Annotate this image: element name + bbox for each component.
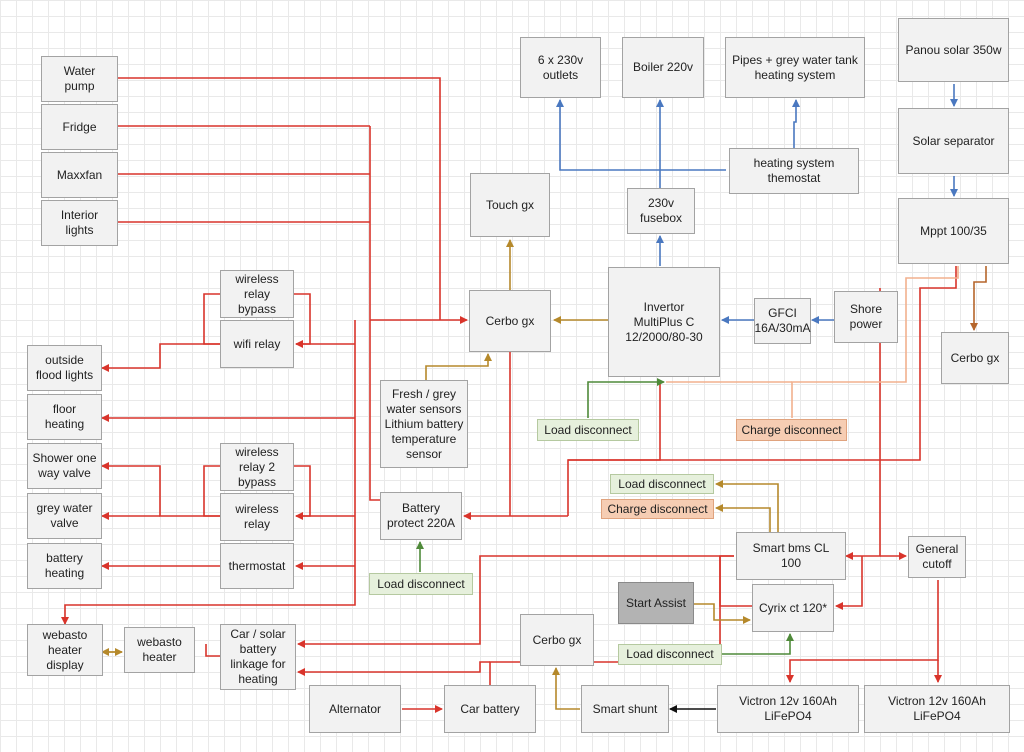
- shore-power-node[interactable]: Shore power: [834, 291, 898, 343]
- webasto-display-node[interactable]: webasto heater display: [27, 624, 103, 676]
- data-sensors-cerbo: [425, 353, 492, 380]
- solar-separator-node[interactable]: Solar separator: [898, 108, 1009, 174]
- car-solar-linkage-node[interactable]: Car / solar battery linkage for heating: [220, 624, 296, 690]
- wire-bms-cyrix: [835, 556, 863, 610]
- start-assist-node[interactable]: Start Assist: [618, 582, 694, 624]
- wire-inv-to-bp: [567, 380, 661, 516]
- load-disconnect-bp-node[interactable]: Load disconnect: [369, 573, 473, 595]
- load-disconnect-cyrix-node[interactable]: Load disconnect: [618, 644, 722, 665]
- data-bms-charge: [715, 504, 771, 532]
- victron-battery-2-node[interactable]: Victron 12v 160Ah LiFePO4: [864, 685, 1010, 733]
- outlets-node[interactable]: 6 x 230v outlets: [520, 37, 601, 98]
- ld-inv: [587, 378, 665, 418]
- cerbo-gx-main-node[interactable]: Cerbo gx: [469, 290, 551, 352]
- data-wires: [101, 239, 779, 710]
- thermostat-node[interactable]: thermostat: [220, 543, 294, 589]
- charge-disconnect-inv-node[interactable]: Charge disconnect: [736, 419, 847, 441]
- load-disconnect-wires: [416, 378, 794, 655]
- general-cutoff-node[interactable]: General cutoff: [908, 536, 966, 578]
- ac-to-outlets: [556, 99, 726, 171]
- fusebox-node[interactable]: 230v fusebox: [627, 188, 695, 234]
- solar-panel-node[interactable]: Panou solar 350w: [898, 18, 1009, 82]
- invertor-node[interactable]: Invertor MultiPlus C 12/2000/80-30: [608, 267, 720, 377]
- car-battery-node[interactable]: Car battery: [444, 685, 536, 733]
- wireless-relay-node[interactable]: wireless relay: [220, 493, 294, 541]
- wire-car-battery-link: [489, 556, 721, 686]
- fresh-grey-sensors-node[interactable]: Fresh / grey water sensors Lithium batte…: [380, 380, 468, 468]
- wireless-relay-2-bypass-node[interactable]: wireless relay 2 bypass: [220, 443, 294, 491]
- floor-heating-node[interactable]: floor heating: [27, 394, 102, 440]
- pipes-heating-node[interactable]: Pipes + grey water tank heating system: [725, 37, 865, 98]
- water-pump-node[interactable]: Water pump: [41, 56, 118, 102]
- ac-thermostat-pipes: [792, 99, 800, 148]
- cerbo-gx-right-node[interactable]: Cerbo gx: [941, 332, 1009, 384]
- charge-disconnect-wires: [666, 266, 987, 418]
- wire-water-pump: [101, 74, 441, 320]
- wire-linkage-bottom: [297, 661, 490, 676]
- charge-disconnect-bms-node[interactable]: Charge disconnect: [601, 499, 714, 519]
- grey-water-valve-node[interactable]: grey water valve: [27, 493, 102, 539]
- mppt-node[interactable]: Mppt 100/35: [898, 198, 1009, 264]
- maxxfan-node[interactable]: Maxxfan: [41, 152, 118, 198]
- boiler-node[interactable]: Boiler 220v: [622, 37, 704, 98]
- interior-lights-node[interactable]: Interior lights: [41, 200, 118, 246]
- gfci-node[interactable]: GFCI 16A/30mA: [754, 298, 811, 344]
- load-disconnect-inv-node[interactable]: Load disconnect: [537, 419, 639, 441]
- mppt-cerbo: [970, 266, 987, 331]
- ac-wires: [556, 84, 958, 324]
- victron-battery-1-node[interactable]: Victron 12v 160Ah LiFePO4: [717, 685, 859, 733]
- wire-linkage-webasto: [205, 644, 220, 657]
- wifi-relay-node[interactable]: wifi relay: [220, 320, 294, 368]
- webasto-heater-node[interactable]: webasto heater: [124, 627, 195, 673]
- fridge-node[interactable]: Fridge: [41, 104, 118, 150]
- wire-relay-2-bypass: [203, 465, 311, 517]
- outside-flood-lights-node[interactable]: outside flood lights: [27, 345, 102, 391]
- wire-cutoff-victron-1: [786, 580, 939, 683]
- battery-heating-node[interactable]: battery heating: [27, 543, 102, 589]
- cyrix-node[interactable]: Cyrix ct 120*: [752, 584, 834, 632]
- data-start-cyrix: [694, 603, 751, 624]
- smart-bms-node[interactable]: Smart bms CL 100: [736, 532, 846, 580]
- wire-shower-valve: [101, 462, 220, 517]
- heating-thermostat-node[interactable]: heating system themostat: [729, 148, 859, 194]
- wire-to-linkage-top: [297, 555, 734, 648]
- wire-relay-bypass: [203, 293, 311, 345]
- cd-inv: [791, 266, 959, 418]
- wire-wifi-relay-out: [101, 343, 220, 372]
- wire-secondary-trunk: [61, 320, 356, 625]
- dc-wires: [61, 74, 957, 713]
- wireless-relay-bypass-node[interactable]: wireless relay bypass: [220, 270, 294, 318]
- alternator-node[interactable]: Alternator: [309, 685, 401, 733]
- battery-protect-node[interactable]: Battery protect 220A: [380, 492, 462, 540]
- shower-valve-node[interactable]: Shower one way valve: [27, 443, 102, 489]
- cerbo-gx-bottom-node[interactable]: Cerbo gx: [520, 614, 594, 666]
- wire-bus-top: [568, 266, 957, 461]
- wire-main-trunk: [369, 126, 380, 501]
- touch-gx-node[interactable]: Touch gx: [470, 173, 550, 237]
- data-shunt-cerbo: [552, 667, 580, 710]
- ld-cyrix: [722, 633, 794, 655]
- smart-shunt-node[interactable]: Smart shunt: [581, 685, 669, 733]
- data-bms-load: [715, 480, 779, 532]
- load-disconnect-bms-node[interactable]: Load disconnect: [610, 474, 714, 494]
